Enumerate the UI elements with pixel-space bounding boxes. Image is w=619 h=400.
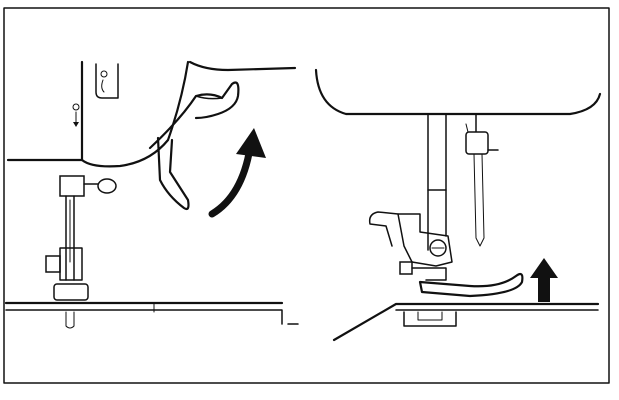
tension-arrow-head xyxy=(73,122,79,127)
machine-arm-top xyxy=(188,60,297,72)
presser-foot-sole xyxy=(418,272,524,298)
machine-head-outline xyxy=(6,60,84,162)
machine-head-curve xyxy=(80,60,190,168)
clamp-screw-knob xyxy=(97,178,117,194)
foot-shank xyxy=(397,213,453,267)
tension-screw xyxy=(72,103,80,111)
up-arrow-shaft xyxy=(538,276,550,302)
needle-plate-slot xyxy=(403,311,457,327)
lift-arrow-shaft xyxy=(208,144,254,218)
foot-pin-left xyxy=(399,261,413,275)
guide-screw xyxy=(100,70,108,78)
arm-underside xyxy=(314,68,602,116)
foot-screw xyxy=(45,255,61,273)
presser-foot xyxy=(53,283,89,301)
foot-ankle xyxy=(411,267,447,281)
foot-holder xyxy=(59,247,83,281)
feed-dog-right xyxy=(417,311,443,321)
lever-handle xyxy=(156,136,190,211)
needle-right xyxy=(473,153,485,247)
panel-right xyxy=(314,68,602,342)
up-arrow-head xyxy=(530,258,558,278)
guide-hook xyxy=(101,79,105,93)
hand-fingers xyxy=(148,81,240,150)
thread-guide-slot xyxy=(95,63,119,99)
needle-clamp-right xyxy=(465,131,489,155)
feed-dog xyxy=(65,311,75,329)
panel-left xyxy=(4,60,299,329)
figure-frame xyxy=(3,7,610,384)
finger-crease xyxy=(195,95,223,100)
needle-thread-guide xyxy=(465,123,469,133)
bed-surface xyxy=(332,302,600,342)
bed-front xyxy=(5,309,283,325)
needle-clamp xyxy=(59,175,85,197)
foot-lever xyxy=(368,211,399,247)
lift-arrow-head xyxy=(236,128,266,158)
